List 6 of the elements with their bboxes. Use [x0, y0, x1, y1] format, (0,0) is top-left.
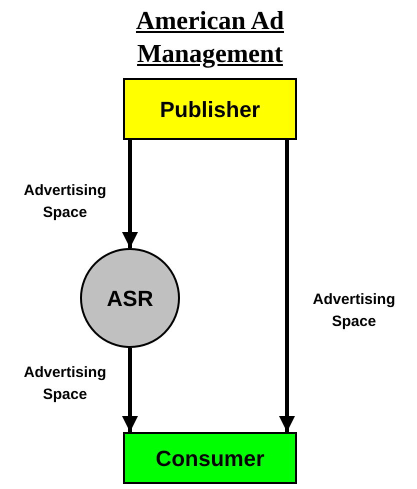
- title: American Ad Management: [134, 5, 286, 70]
- arrow: [122, 348, 138, 432]
- arrow: [122, 140, 138, 248]
- process-box: Consumer: [123, 432, 297, 484]
- arrow: [279, 140, 295, 432]
- process-box: Publisher: [123, 78, 297, 140]
